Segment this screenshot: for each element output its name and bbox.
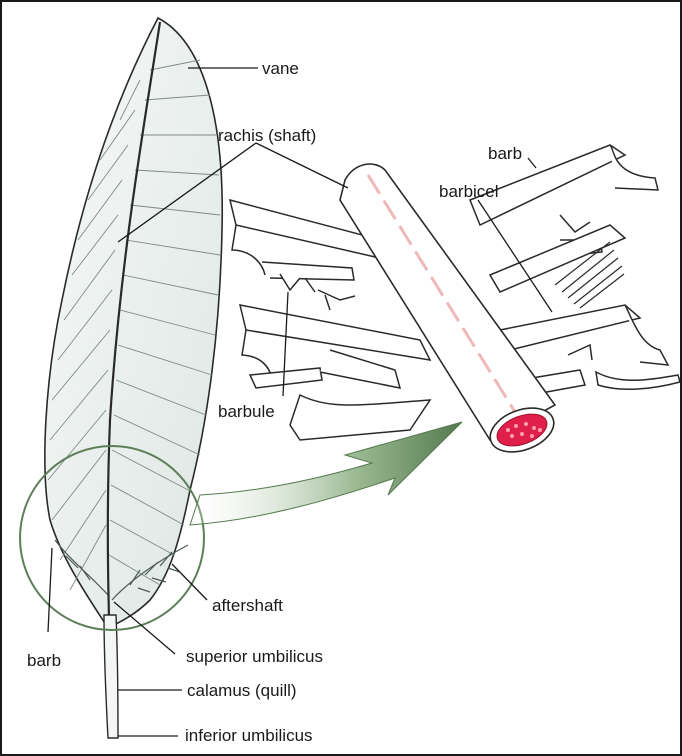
label-barb-detail: barb (488, 145, 522, 162)
label-inferior-umbilicus: inferior umbilicus (185, 727, 313, 744)
leader-barb-detail (528, 158, 536, 168)
label-calamus: calamus (quill) (187, 682, 297, 699)
label-superior-umbilicus: superior umbilicus (186, 648, 323, 665)
label-vane: vane (262, 60, 299, 77)
label-barbicel: barbicel (439, 183, 499, 200)
feather-vane-shape (45, 18, 222, 628)
label-rachis: rachis (shaft) (218, 127, 316, 144)
leader-rachis-2 (256, 143, 348, 188)
label-barbule: barbule (218, 403, 275, 420)
rachis-cylinder (340, 164, 555, 440)
barb-right-mid (490, 225, 625, 292)
feather (45, 18, 222, 738)
label-barb-feather: barb (27, 652, 61, 669)
calamus-shape (104, 615, 118, 738)
barb-right-lower (500, 305, 640, 350)
leader-barb-feather (48, 548, 52, 632)
label-aftershaft: aftershaft (212, 597, 283, 614)
leader-aftershaft (172, 564, 207, 600)
leader-superior (114, 602, 175, 654)
